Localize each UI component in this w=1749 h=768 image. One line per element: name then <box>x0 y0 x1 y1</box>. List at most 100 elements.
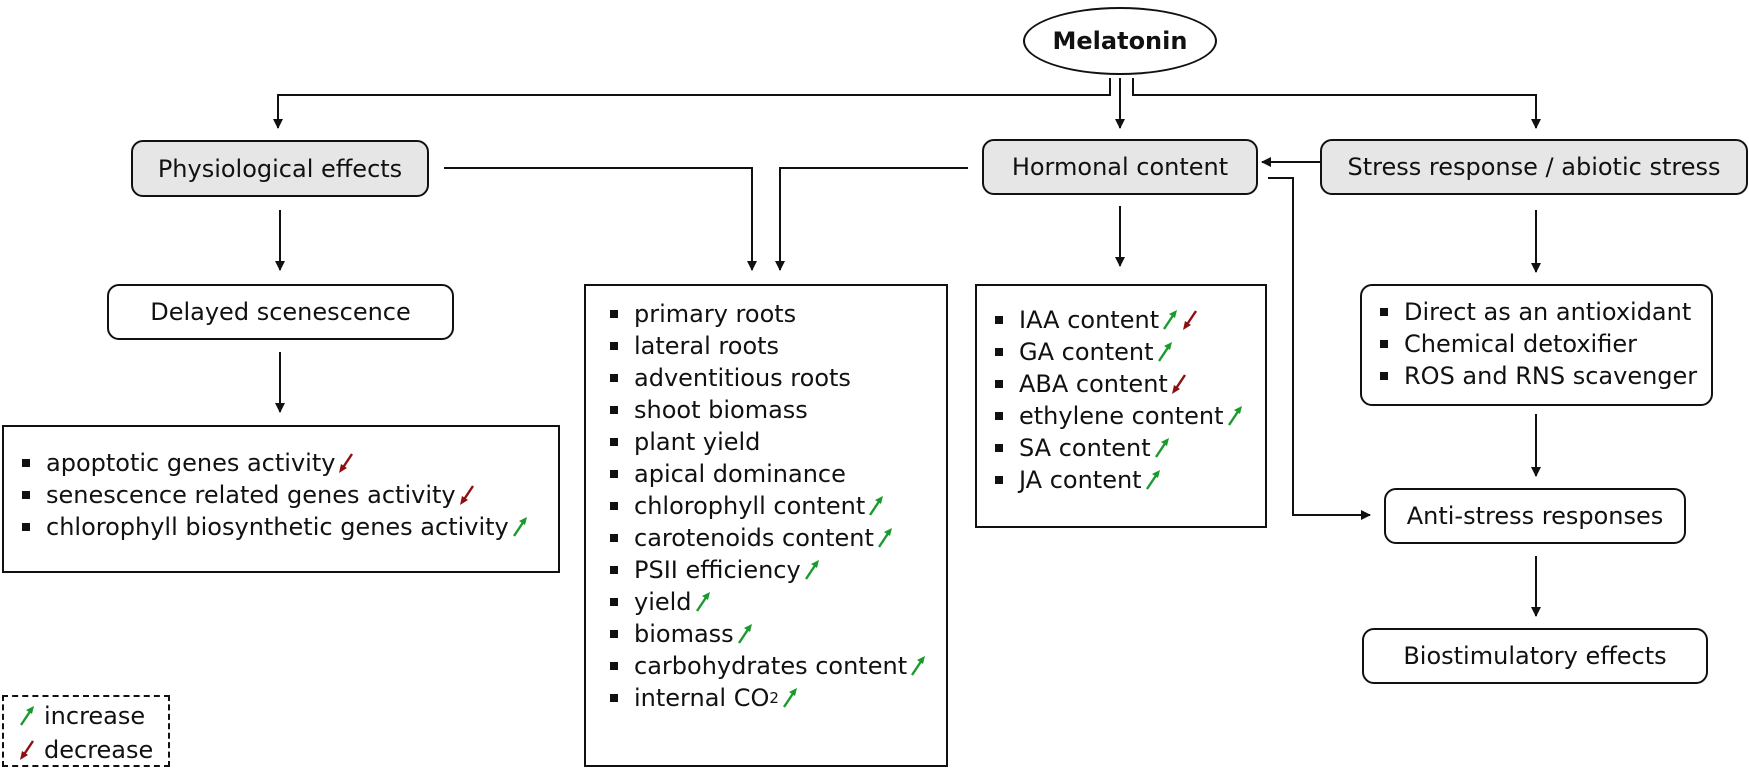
list-item-label: PSII efficiency <box>634 556 801 584</box>
list-item: carotenoids content <box>604 522 946 554</box>
decrease-arrow-icon <box>337 451 355 475</box>
list-item: apoptotic genes activity <box>16 447 558 479</box>
bullet-icon <box>610 534 618 542</box>
bullet-icon <box>995 348 1003 356</box>
list-item: PSII efficiency <box>604 554 946 586</box>
bullet-icon <box>610 310 618 318</box>
list-item: SA content <box>989 432 1265 464</box>
legend-increase: increase <box>18 699 152 733</box>
connector-root-to-stress <box>1132 78 1541 129</box>
increase-arrow-icon <box>867 494 885 518</box>
list-item: shoot biomass <box>604 394 946 426</box>
bullet-icon <box>1380 308 1388 316</box>
legend-decrease: decrease <box>18 733 154 767</box>
increase-arrow-icon <box>909 654 927 678</box>
list-item-label: apical dominance <box>634 460 846 488</box>
decrease-arrow-icon <box>458 483 476 507</box>
list-item-label: Chemical detoxifier <box>1404 330 1637 358</box>
decrease-arrow-icon <box>1181 308 1199 332</box>
list-item: Direct as an antioxidant <box>1374 296 1711 328</box>
connector-hormonal-to-growth <box>775 167 968 271</box>
bullet-icon <box>22 491 30 499</box>
list-item: ABA content <box>989 368 1265 400</box>
list-item-label: carbohydrates content <box>634 652 908 680</box>
legend-increase-label: increase <box>44 702 146 730</box>
bullet-icon <box>22 459 30 467</box>
list-item: senescence related genes activity <box>16 479 558 511</box>
connector-physiological-to-growth <box>444 167 757 271</box>
list-item-label: ethylene content <box>1019 402 1224 430</box>
bullet-icon <box>610 662 618 670</box>
delayed-scenescence-node: Delayed scenescence <box>107 284 454 340</box>
list-item-label: carotenoids content <box>634 524 874 552</box>
legend: increase decrease <box>2 695 170 767</box>
bullet-icon <box>995 316 1003 324</box>
anti-stress-responses-node: Anti-stress responses <box>1384 488 1686 544</box>
biostimulatory-effects-node: Biostimulatory effects <box>1362 628 1708 684</box>
list-item: ethylene content <box>989 400 1265 432</box>
stress-response-label: Stress response / abiotic stress <box>1347 153 1721 181</box>
bullet-icon <box>610 598 618 606</box>
bullet-icon <box>995 380 1003 388</box>
bullet-icon <box>610 374 618 382</box>
increase-arrow-icon <box>736 622 754 646</box>
increase-arrow-icon <box>18 704 36 728</box>
decrease-arrow-icon <box>18 738 36 762</box>
list-item: Chemical detoxifier <box>1374 328 1711 360</box>
list-item: IAA content <box>989 304 1265 336</box>
list-item-label: GA content <box>1019 338 1154 366</box>
list-item: carbohydrates content <box>604 650 946 682</box>
delayed-scenescence-label: Delayed scenescence <box>150 298 411 326</box>
connector-root-to-physiological <box>273 78 1111 129</box>
list-item-label: internal CO <box>634 684 770 712</box>
list-item-label: biomass <box>634 620 734 648</box>
decrease-arrow-icon <box>1170 372 1188 396</box>
increase-arrow-icon <box>511 515 529 539</box>
list-item: yield <box>604 586 946 618</box>
list-item: lateral roots <box>604 330 946 362</box>
legend-decrease-label: decrease <box>44 736 154 764</box>
bullet-icon <box>22 523 30 531</box>
bullet-icon <box>1380 372 1388 380</box>
list-item-label: shoot biomass <box>634 396 808 424</box>
anti-stress-responses-label: Anti-stress responses <box>1406 502 1664 530</box>
list-item-label: ABA content <box>1019 370 1168 398</box>
list-item-label: chlorophyll content <box>634 492 866 520</box>
list-item-label: lateral roots <box>634 332 780 360</box>
increase-arrow-icon <box>803 558 821 582</box>
hormonal-content-node: Hormonal content <box>982 139 1258 195</box>
bullet-icon <box>610 630 618 638</box>
increase-arrow-icon <box>781 686 799 710</box>
increase-arrow-icon <box>1144 468 1162 492</box>
bullet-icon <box>610 694 618 702</box>
list-item: ROS and RNS scavenger <box>1374 360 1711 392</box>
list-item-label: ROS and RNS scavenger <box>1404 362 1698 390</box>
bullet-icon <box>995 476 1003 484</box>
increase-arrow-icon <box>876 526 894 550</box>
bullet-icon <box>610 438 618 446</box>
list-item: chlorophyll content <box>604 490 946 522</box>
melatonin-label: Melatonin <box>1052 27 1188 55</box>
list-item: plant yield <box>604 426 946 458</box>
list-item-label: Direct as an antioxidant <box>1404 298 1692 326</box>
increase-arrow-icon <box>1226 404 1244 428</box>
increase-arrow-icon <box>1156 340 1174 364</box>
bullet-icon <box>995 444 1003 452</box>
list-item-label: chlorophyll biosynthetic genes activity <box>46 513 509 541</box>
biostimulatory-effects-label: Biostimulatory effects <box>1403 642 1667 670</box>
stress-response-node: Stress response / abiotic stress <box>1320 139 1748 195</box>
list-item: adventitious roots <box>604 362 946 394</box>
list-item-label: IAA content <box>1019 306 1160 334</box>
list-item: primary roots <box>604 298 946 330</box>
connector-hormonal-to-antistress <box>1268 177 1371 520</box>
bullet-icon <box>610 406 618 414</box>
increase-arrow-icon <box>694 590 712 614</box>
increase-arrow-icon <box>1161 308 1179 332</box>
